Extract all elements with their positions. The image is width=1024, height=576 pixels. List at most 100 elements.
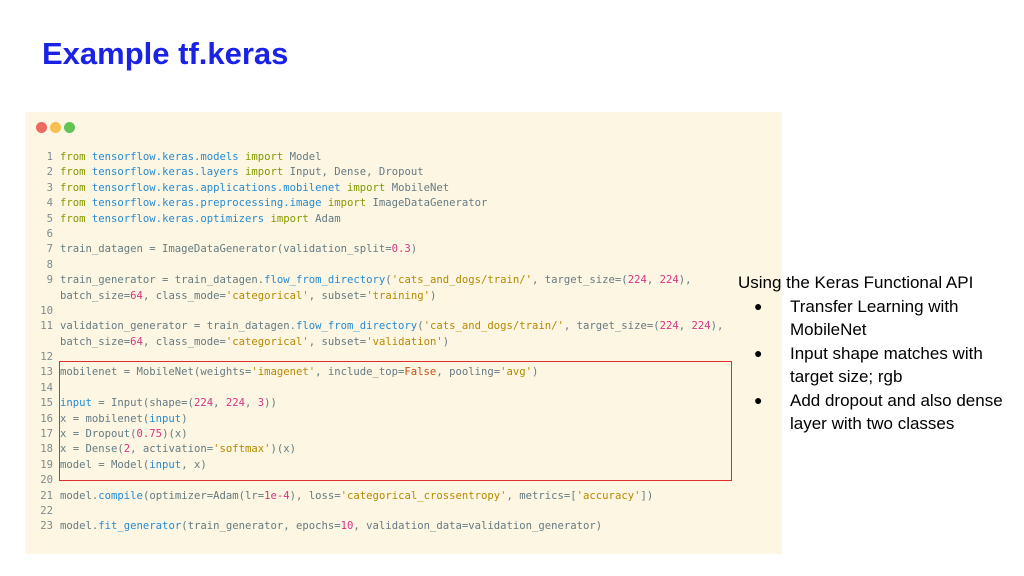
code-token: (train_generator, epochs= (181, 520, 341, 533)
code-token: mobilenet = MobileNet(weights= (60, 366, 252, 379)
code-token: input (149, 412, 182, 425)
code-token: 'categorical' (225, 335, 309, 348)
code-token: , metrics=[ (506, 489, 577, 502)
code-token: 224 (193, 397, 214, 410)
code-token: ) (429, 289, 437, 302)
code-token: )(x) (270, 443, 297, 456)
code-token: ) (442, 335, 450, 348)
code-line: 10 (25, 304, 782, 319)
code-token: flow_from_directory (296, 320, 418, 333)
note-item: ●Input shape matches with target size; r… (738, 342, 1022, 389)
line-number: 20 (40, 474, 53, 487)
code-token: False (404, 366, 437, 379)
slide-title: Example tf.keras (42, 36, 289, 71)
code-token: compile (98, 489, 143, 502)
code-line: 20 (25, 473, 782, 488)
code-token: 224 (225, 397, 245, 410)
code-token: , class_mode= (142, 289, 226, 302)
code-token: from (60, 181, 86, 194)
code-line: batch_size=64, class_mode='categorical',… (25, 335, 782, 350)
code-token: 'validation' (366, 335, 443, 348)
code-token: batch_size= (60, 335, 131, 348)
code-token: keras.applications.mobilenet (162, 181, 341, 194)
highlight-box (59, 361, 732, 481)
code-token: ), (678, 274, 692, 287)
code-token: 'categorical_crossentropy' (340, 489, 507, 502)
line-number: 4 (46, 197, 53, 210)
code-token: Model (283, 151, 322, 163)
line-number: 10 (40, 304, 53, 317)
code-token: from (60, 212, 86, 225)
note-item: ● Add dropout and also dense layer with t… (738, 389, 1022, 436)
code-token: tensorflow. (85, 181, 163, 194)
code-token: = Input(shape=( (91, 397, 194, 410)
code-token: )(x) (162, 428, 188, 441)
code-token: , (213, 397, 226, 410)
line-number: 16 (40, 412, 53, 425)
code-token: keras.models (162, 151, 239, 163)
code-token: , (646, 274, 660, 287)
code-token: x = mobilenet( (60, 412, 150, 425)
code-token: , (678, 320, 692, 333)
note-item: ● Transfer Learning with MobileNet (738, 295, 1022, 342)
code-line: 3 from tensorflow.keras.applications.mobi… (25, 181, 782, 196)
code-token: )) (264, 397, 277, 410)
code-token: 64 (130, 335, 143, 348)
code-token: from (60, 166, 86, 179)
code-token: ), (710, 320, 724, 333)
code-line: 12 (25, 350, 782, 365)
code-token: 'cats_and_dogs/train/' (391, 274, 533, 287)
code-token: import (238, 166, 284, 179)
code-token: 'cats_and_dogs/train/' (423, 320, 564, 333)
code-token: keras.preprocessing.image (162, 197, 322, 210)
note-text: Transfer Learning with MobileNet (790, 296, 959, 340)
code-token: , pooling= (436, 366, 501, 379)
line-number: 7 (46, 243, 53, 256)
code-token: 2 (123, 443, 131, 456)
code-token: 1e-4 (264, 489, 290, 502)
bullet-icon: ● (754, 297, 763, 314)
note-text: Add dropout and also dense layer with tw… (790, 390, 1003, 434)
line-number: 5 (46, 212, 53, 225)
code-token: tensorflow. (85, 166, 163, 179)
code-token: 224 (659, 274, 679, 287)
code-token: import (238, 151, 284, 163)
code-token: , target_size=( (532, 274, 628, 287)
code-token: from (60, 197, 86, 210)
line-number: 15 (40, 397, 53, 410)
code-token: Adam (308, 212, 341, 225)
code-token: x = Dense( (60, 443, 124, 456)
notes-heading: Using the Keras Functional API (738, 273, 974, 292)
line-number: 3 (46, 181, 53, 194)
code-token: 3 (257, 397, 265, 410)
bullet-icon: ● (754, 391, 763, 408)
code-token: validation_generator = train_datagen. (60, 320, 296, 333)
code-token: import (321, 197, 367, 210)
code-token: 0.75 (136, 428, 163, 441)
code-token: input (60, 397, 92, 410)
code-token: train_generator = train_datagen. (60, 274, 265, 287)
code-token: 224 (659, 320, 679, 333)
code-token: input (149, 458, 182, 471)
code-token: tensorflow. (85, 151, 163, 163)
code-token: Input, Dense, Dropout (283, 166, 424, 179)
code-token: 10 (340, 520, 354, 533)
code-token: from (60, 151, 86, 163)
code-token: , target_size=( (563, 320, 660, 333)
line-number: 1 (46, 151, 53, 163)
code-token: , subset= (308, 289, 367, 302)
code-token: 'imagenet' (251, 366, 316, 379)
code-token: , subset= (308, 335, 367, 348)
code-line: batch_size=64, class_mode='categorical',… (25, 289, 782, 304)
line-number: 12 (40, 351, 53, 364)
